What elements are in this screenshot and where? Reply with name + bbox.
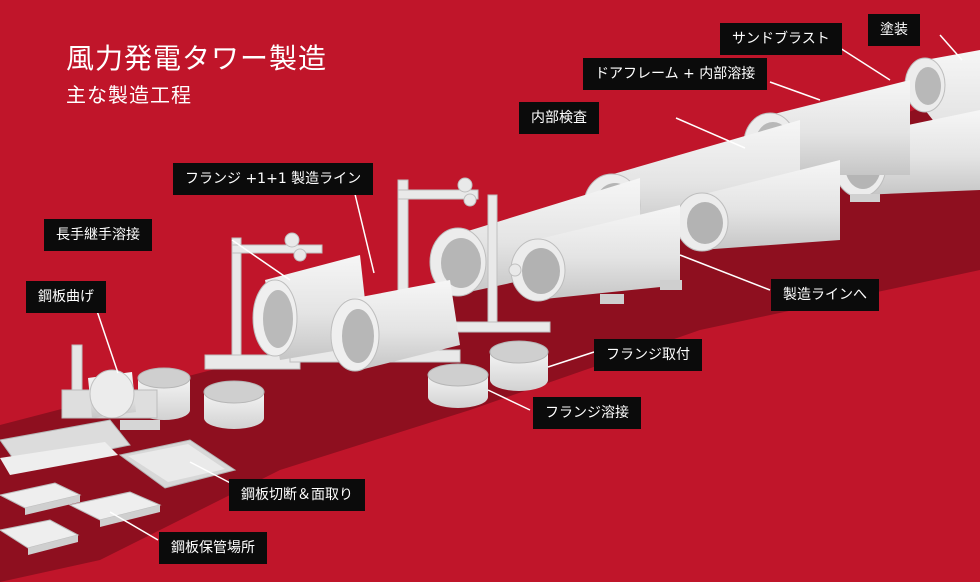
- page-subtitle: 主な製造工程: [66, 83, 192, 107]
- bending-machine: [61, 344, 160, 430]
- label-cutting: 鋼板切断＆面取り: [229, 479, 365, 511]
- tower-section-to-line: [510, 205, 682, 304]
- page-title: 風力発電タワー製造: [66, 42, 328, 75]
- label-long-seam: 長手継手溶接: [44, 219, 152, 251]
- cutting-table: [118, 439, 237, 489]
- ring-flange-attach: [489, 340, 549, 391]
- plate-stack-2: [68, 491, 162, 527]
- leader-plate-bending: [95, 307, 119, 374]
- leader-storage: [109, 511, 159, 541]
- tube-flange: [330, 280, 460, 372]
- label-inspection: 内部検査: [519, 102, 599, 134]
- plate-stack-3: [0, 519, 80, 555]
- label-painting: 塗装: [868, 14, 920, 46]
- label-sandblast: サンドブラスト: [720, 23, 842, 55]
- label-flange-attach: フランジ取付: [594, 339, 702, 371]
- leader-to-line: [679, 254, 771, 291]
- leader-door-frame: [769, 81, 821, 101]
- leader-flange-attach: [547, 351, 595, 368]
- plate-conveyor: [0, 419, 131, 475]
- label-to-line: 製造ラインへ: [771, 279, 879, 311]
- tower-section-long: [429, 178, 640, 297]
- plate-stack-1: [0, 482, 82, 515]
- leader-inspection: [675, 117, 746, 149]
- ring-flange-weld: [427, 363, 489, 408]
- label-flange-weld: フランジ溶接: [533, 397, 641, 429]
- leader-flange-line: [353, 189, 375, 274]
- leader-painting: [939, 34, 963, 61]
- leader-lines: [95, 34, 963, 541]
- leader-sandblast: [839, 47, 891, 81]
- ring-plate-2: [203, 380, 265, 429]
- label-flange-line: フランジ +1+1 製造ライン: [173, 163, 374, 195]
- leader-long-seam: [231, 239, 291, 281]
- leader-flange-weld: [487, 389, 531, 411]
- tower-section-welded: [675, 160, 840, 252]
- title-block: 風力発電タワー製造 主な製造工程: [66, 42, 327, 108]
- label-plate-bending: 鋼板曲げ: [26, 281, 106, 313]
- label-storage: 鋼板保管場所: [159, 532, 267, 564]
- label-door-frame: ドアフレーム + 内部溶接: [583, 58, 768, 90]
